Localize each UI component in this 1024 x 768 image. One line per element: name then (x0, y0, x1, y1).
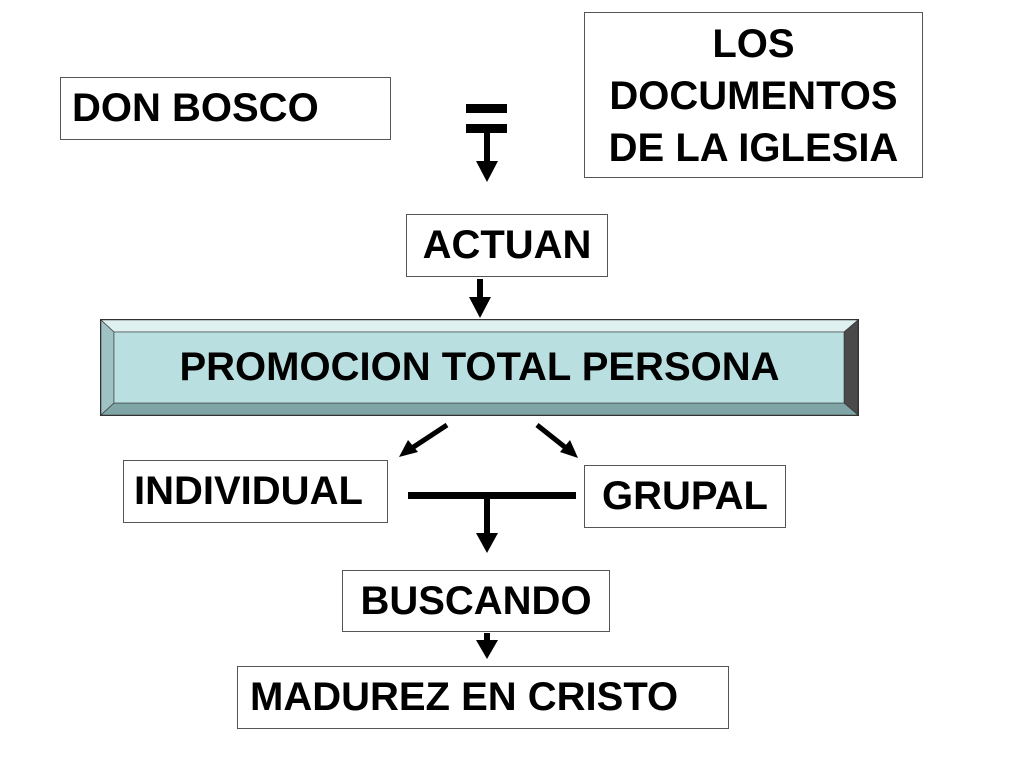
banner-face (113, 331, 845, 404)
promocion-banner: PROMOCION TOTAL PERSONA (100, 319, 859, 416)
grupal-box: GRUPAL (584, 465, 786, 528)
arrow-to-grupal (535, 423, 578, 458)
don-bosco-box: DON BOSCO (60, 77, 391, 140)
documentos-iglesia-box: LOS DOCUMENTOS DE LA IGLESIA (584, 12, 923, 178)
individual-box: INDIVIDUAL (123, 460, 388, 523)
actuan-box: ACTUAN (406, 214, 608, 277)
documentos-line-2: DOCUMENTOS (609, 74, 898, 118)
arrow-to-individual (399, 422, 449, 457)
documentos-line-1: LOS (712, 22, 795, 66)
banner-bevel (100, 319, 859, 416)
madurez-box: MADUREZ EN CRISTO (237, 666, 729, 729)
arrow-to-madurez (476, 633, 498, 659)
arrow-to-promocion (469, 279, 491, 318)
join-line (408, 492, 576, 499)
arrow-to-actuan (476, 133, 498, 182)
equals-sign-icon (466, 104, 507, 133)
buscando-box: BUSCANDO (342, 570, 610, 632)
promocion-label: PROMOCION TOTAL PERSONA (179, 345, 780, 389)
documentos-line-3: DE LA IGLESIA (608, 126, 899, 170)
arrow-to-buscando (476, 499, 498, 553)
